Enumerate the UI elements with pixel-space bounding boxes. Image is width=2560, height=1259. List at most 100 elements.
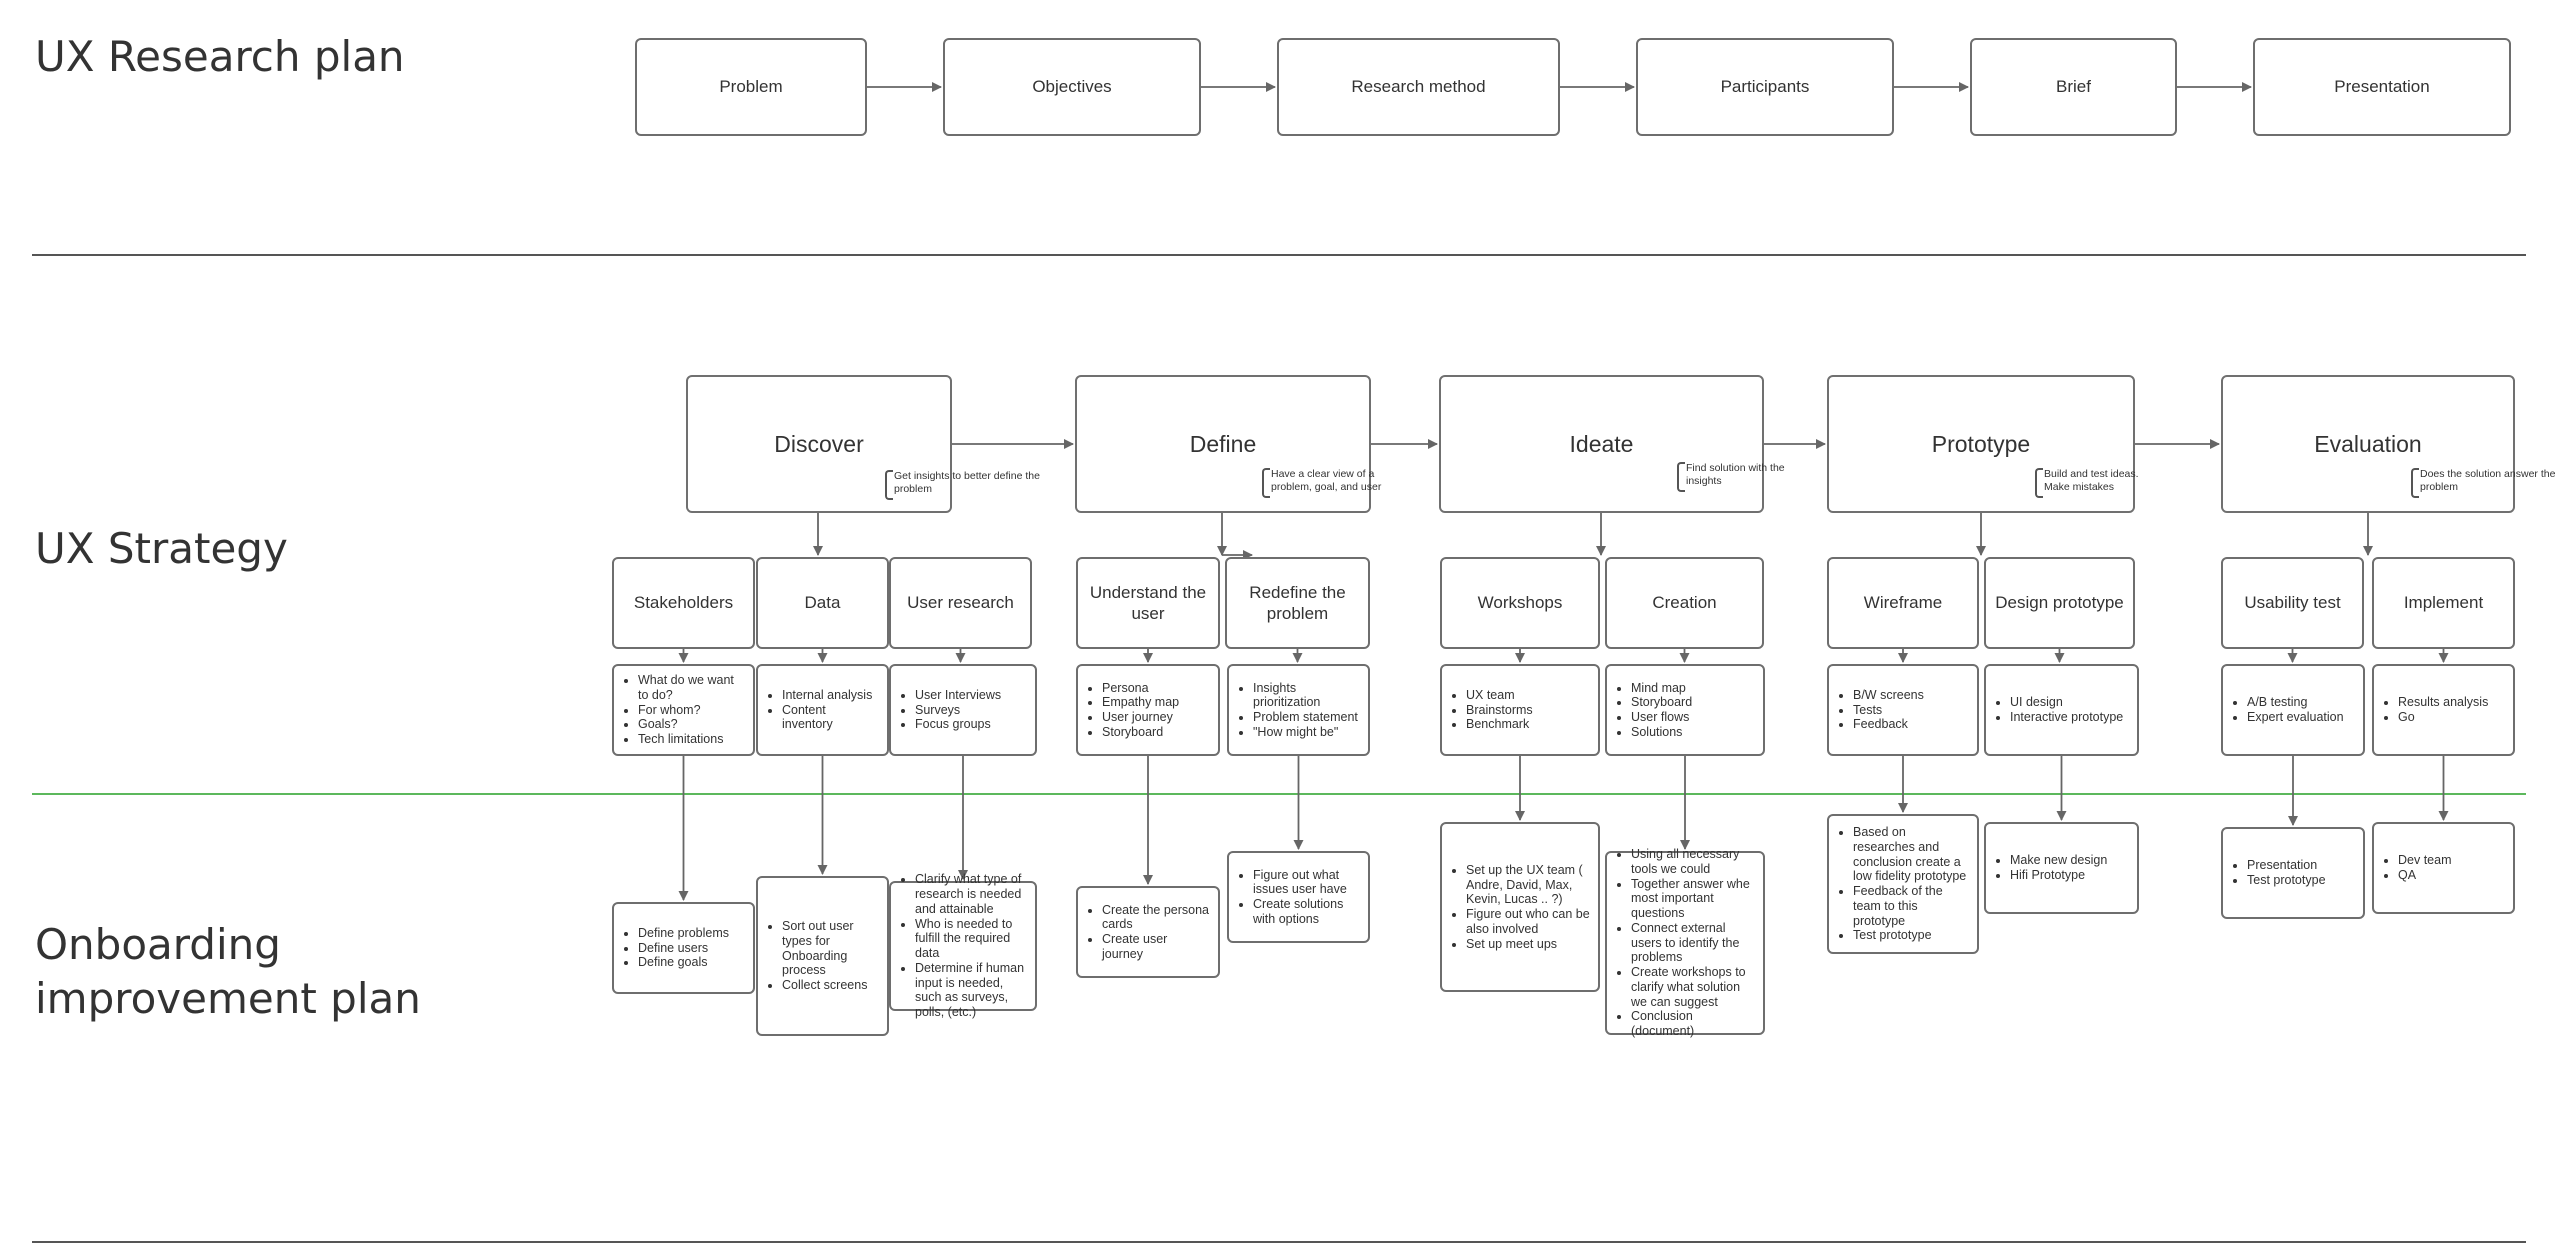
onboarding-title-line1: Onboarding xyxy=(35,920,281,969)
list-item: Feedback of the team to this prototype xyxy=(1853,884,1969,928)
plan-wireframe-list: Based on researches and conclusion creat… xyxy=(1839,825,1969,943)
plan-redefine-the-problem-list: Figure out what issues user haveCreate s… xyxy=(1239,868,1360,927)
plan-understand-the-user-list: Create the persona cardsCreate user jour… xyxy=(1088,903,1210,962)
list-item: Collect screens xyxy=(782,978,879,993)
list-item: Presentation xyxy=(2247,858,2326,873)
list-item: Problem statement xyxy=(1253,710,1360,725)
list-item: "How might be" xyxy=(1253,725,1360,740)
research-step-participants: Participants xyxy=(1636,38,1894,136)
onboarding-title-line2: improvement plan xyxy=(35,973,421,1023)
list-item: Define users xyxy=(638,941,729,956)
list-item: Together answer whe most important quest… xyxy=(1631,877,1755,921)
list-stakeholders-list: What do we want to do?For whom?Goals?Tec… xyxy=(624,673,745,747)
plan-implement: Dev teamQA xyxy=(2372,822,2515,914)
list-item: Storyboard xyxy=(1631,695,1692,710)
list-wireframe-list: B/W screensTestsFeedback xyxy=(1839,688,1924,732)
list-item: Set up meet ups xyxy=(1466,937,1590,952)
plan-data-list: Sort out user types for Onboarding proce… xyxy=(768,919,879,993)
list-redefine-the-problem: Insights prioritizationProblem statement… xyxy=(1227,664,1370,756)
list-item: Mind map xyxy=(1631,681,1692,696)
list-usability-test-list: A/B testingExpert evaluation xyxy=(2233,695,2344,725)
plan-redefine-the-problem: Figure out what issues user haveCreate s… xyxy=(1227,851,1370,943)
list-item: Solutions xyxy=(1631,725,1692,740)
list-item: Empathy map xyxy=(1102,695,1179,710)
list-stakeholders: What do we want to do?For whom?Goals?Tec… xyxy=(612,664,755,756)
list-understand-the-user-list: PersonaEmpathy mapUser journeyStoryboard xyxy=(1088,681,1179,740)
list-item: Define goals xyxy=(638,955,729,970)
list-item: Conclusion (document) xyxy=(1631,1009,1755,1039)
list-item: Based on researches and conclusion creat… xyxy=(1853,825,1969,884)
list-item: Interactive prototype xyxy=(2010,710,2123,725)
list-item: Hifi Prototype xyxy=(2010,868,2107,883)
plan-workshops: Set up the UX team ( Andre, David, Max, … xyxy=(1440,822,1600,992)
research-step-objectives: Objectives xyxy=(943,38,1201,136)
list-item: Connect external users to identify the p… xyxy=(1631,921,1755,965)
list-design-prototype-list: UI designInteractive prototype xyxy=(1996,695,2123,725)
phase-discover: Discover xyxy=(686,375,952,513)
sub-wireframe: Wireframe xyxy=(1827,557,1979,649)
plan-user-research: Clarify what type of research is needed … xyxy=(889,872,1037,1019)
list-item: Tech limitations xyxy=(638,732,745,747)
list-data-list: Internal analysisContent inventory xyxy=(768,688,879,732)
list-design-prototype: UI designInteractive prototype xyxy=(1984,664,2139,756)
list-item: A/B testing xyxy=(2247,695,2344,710)
phase-evaluation: Evaluation xyxy=(2221,375,2515,513)
research-step-brief: Brief xyxy=(1970,38,2177,136)
list-item: Results analysis xyxy=(2398,695,2488,710)
list-creation-list: Mind mapStoryboardUser flowsSolutions xyxy=(1617,681,1692,740)
list-item: Test prototype xyxy=(2247,873,2326,888)
phase-note-prototype: Build and test ideas. Make mistakes xyxy=(2035,468,2154,499)
phase-define: Define xyxy=(1075,375,1371,513)
onboarding-title: Onboarding improvement plan xyxy=(35,918,421,1026)
phase-note-define: Have a clear view of a problem, goal, an… xyxy=(1262,468,1401,499)
list-item: Content inventory xyxy=(782,703,879,733)
list-workshops: UX teamBrainstormsBenchmark xyxy=(1440,664,1600,756)
list-item: Create the persona cards xyxy=(1102,903,1210,933)
phase-note-discover: Get insights to better define the proble… xyxy=(885,470,1044,501)
list-item: For whom? xyxy=(638,703,745,718)
list-workshops-list: UX teamBrainstormsBenchmark xyxy=(1452,688,1533,732)
list-item: Brainstorms xyxy=(1466,703,1533,718)
plan-stakeholders: Define problemsDefine usersDefine goals xyxy=(612,902,755,994)
list-item: Surveys xyxy=(915,703,1001,718)
plan-implement-list: Dev teamQA xyxy=(2384,853,2452,883)
list-understand-the-user: PersonaEmpathy mapUser journeyStoryboard xyxy=(1076,664,1220,756)
phase-prototype: Prototype xyxy=(1827,375,2135,513)
list-implement: Results analysisGo xyxy=(2372,664,2515,756)
research-step-presentation: Presentation xyxy=(2253,38,2511,136)
list-data: Internal analysisContent inventory xyxy=(756,664,889,756)
list-item: Clarify what type of research is needed … xyxy=(915,872,1027,916)
plan-stakeholders-list: Define problemsDefine usersDefine goals xyxy=(624,926,729,970)
list-item: Dev team xyxy=(2398,853,2452,868)
list-item: B/W screens xyxy=(1853,688,1924,703)
plan-creation: Using all necessary tools we couldTogeth… xyxy=(1605,847,1765,1038)
plan-design-prototype-list: Make new designHifi Prototype xyxy=(1996,853,2107,883)
phase-note-evaluation: Does the solution answer the problem xyxy=(2411,468,2560,499)
list-item: Focus groups xyxy=(915,717,1001,732)
phase-ideate: Ideate xyxy=(1439,375,1764,513)
plan-workshops-list: Set up the UX team ( Andre, David, Max, … xyxy=(1452,863,1590,952)
list-item: Figure out who can be also involved xyxy=(1466,907,1590,937)
list-item: Figure out what issues user have xyxy=(1253,868,1360,898)
list-item: Make new design xyxy=(2010,853,2107,868)
list-item: User flows xyxy=(1631,710,1692,725)
list-item: Determine if human input is needed, such… xyxy=(915,961,1027,1020)
list-item: Internal analysis xyxy=(782,688,879,703)
plan-wireframe: Based on researches and conclusion creat… xyxy=(1827,814,1979,954)
sub-usability-test: Usability test xyxy=(2221,557,2364,649)
sub-redefine-the-problem: Redefine the problem xyxy=(1225,557,1370,649)
divider-bottom xyxy=(32,1241,2526,1243)
list-creation: Mind mapStoryboardUser flowsSolutions xyxy=(1605,664,1765,756)
list-wireframe: B/W screensTestsFeedback xyxy=(1827,664,1979,756)
list-item: Define problems xyxy=(638,926,729,941)
list-item: Sort out user types for Onboarding proce… xyxy=(782,919,879,978)
sub-design-prototype: Design prototype xyxy=(1984,557,2135,649)
plan-usability-test: PresentationTest prototype xyxy=(2221,827,2365,919)
list-item: Expert evaluation xyxy=(2247,710,2344,725)
sub-understand-the-user: Understand the user xyxy=(1076,557,1220,649)
list-item: Who is needed to fulfill the required da… xyxy=(915,917,1027,961)
research-step-research-method: Research method xyxy=(1277,38,1560,136)
list-item: Tests xyxy=(1853,703,1924,718)
list-item: Storyboard xyxy=(1102,725,1179,740)
list-item: User Interviews xyxy=(915,688,1001,703)
